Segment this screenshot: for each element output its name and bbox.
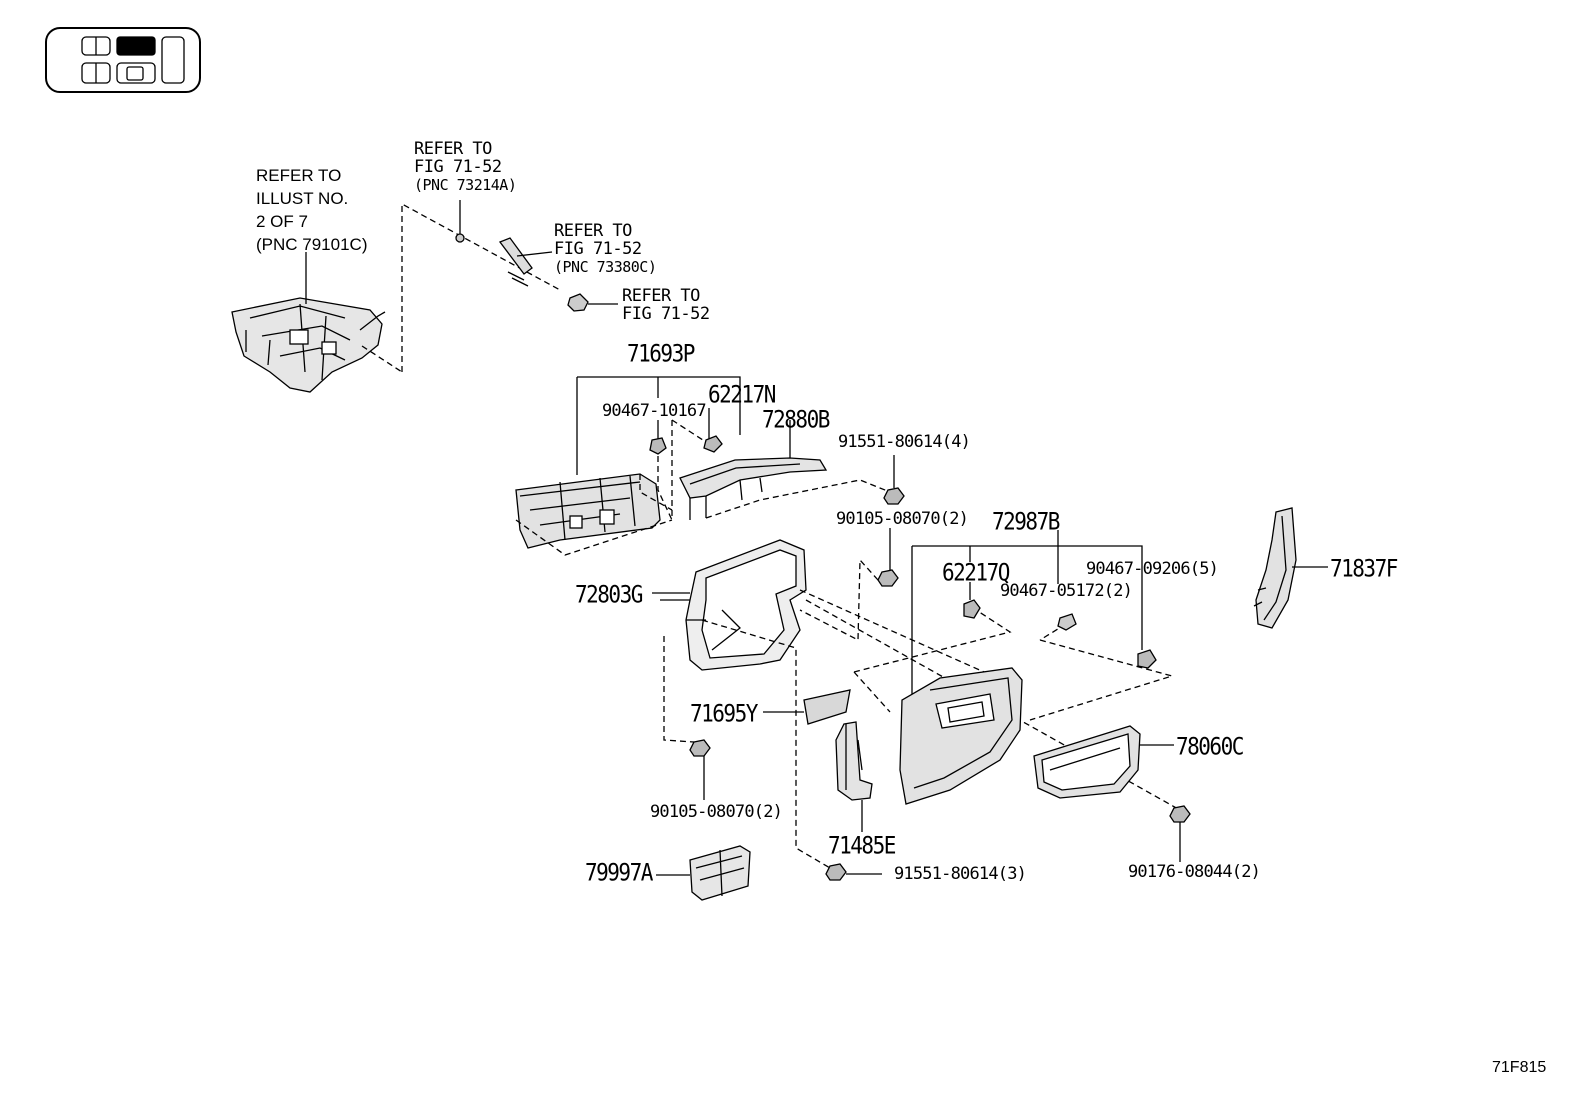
reference-line: (PNC 73380C)	[554, 258, 657, 276]
part-label-62217n[interactable]: 62217N	[708, 380, 776, 409]
part-label-71695y[interactable]: 71695Y	[690, 699, 758, 728]
part-label-72987b[interactable]: 72987B	[992, 507, 1060, 536]
reference-note-73380c: REFER TO FIG 71-52 (PNC 73380C)	[554, 221, 657, 276]
part-label-90105-08070-upper[interactable]: 90105-08070(2)	[836, 509, 969, 529]
part-label-71837f[interactable]: 71837F	[1330, 554, 1398, 583]
part-label-90176-08044-2[interactable]: 90176-08044(2)	[1128, 862, 1261, 882]
part-label-71485e[interactable]: 71485E	[828, 831, 896, 860]
console-assembly-reference	[231, 297, 386, 393]
reference-line: FIG 71-52	[554, 239, 642, 259]
vehicle-layout-icon	[45, 27, 201, 93]
reference-line: REFER TO	[554, 221, 632, 241]
reference-line: 2 OF 7	[256, 212, 308, 231]
part-label-90467-09206-5[interactable]: 90467-09206(5)	[1086, 559, 1219, 579]
reference-line: REFER TO	[414, 139, 492, 159]
reference-line: ILLUST NO.	[256, 189, 349, 208]
reference-line: (PNC 73214A)	[414, 176, 517, 194]
figure-id: 71F815	[1492, 1059, 1547, 1076]
reference-line: FIG 71-52	[414, 157, 502, 177]
reference-line: (PNC 79101C)	[256, 235, 368, 254]
part-label-90467-05172-2[interactable]: 90467-05172(2)	[1000, 581, 1133, 601]
part-label-90105-08070-lower[interactable]: 90105-08070(2)	[650, 802, 783, 822]
part-label-62217q[interactable]: 62217Q	[942, 558, 1010, 587]
part-label-72880b[interactable]: 72880B	[762, 405, 830, 434]
reference-line: REFER TO	[622, 286, 700, 306]
part-label-91551-80614-3[interactable]: 91551-80614(3)	[894, 864, 1027, 884]
part-label-79997a[interactable]: 79997A	[585, 858, 653, 887]
reference-line: REFER TO	[256, 166, 342, 185]
part-label-71693p[interactable]: 71693P	[627, 339, 695, 368]
part-label-90467-10167[interactable]: 90467-10167	[602, 401, 707, 421]
reference-line: FIG 71-52	[622, 304, 710, 324]
reference-note-illust: REFER TO ILLUST NO. 2 OF 7 (PNC 79101C)	[256, 164, 368, 256]
reference-note-fig-71-52: REFER TO FIG 71-52	[622, 287, 710, 323]
reference-note-73214a: REFER TO FIG 71-52 (PNC 73214A)	[414, 139, 517, 194]
part-label-78060c[interactable]: 78060C	[1176, 732, 1244, 761]
part-label-91551-80614-4[interactable]: 91551-80614(4)	[838, 432, 971, 452]
part-label-72803g[interactable]: 72803G	[575, 580, 643, 609]
